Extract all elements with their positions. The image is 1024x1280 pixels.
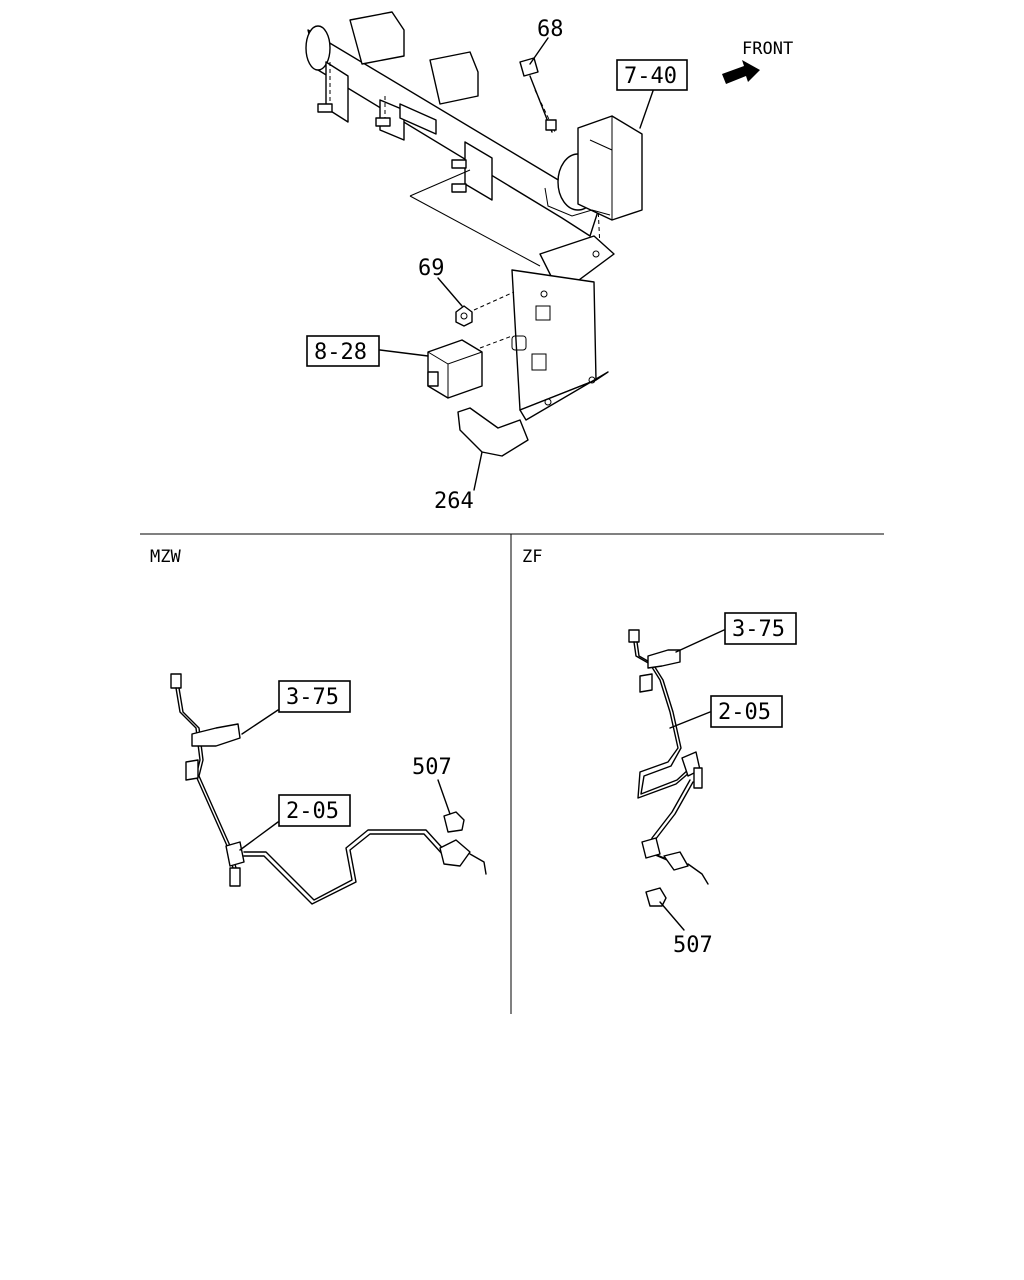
crossmember-assembly (305, 11, 643, 267)
callout-mzw-2-05: 2-05 (286, 799, 339, 824)
stud-icon (317, 103, 467, 193)
arrow-right-icon (722, 60, 760, 84)
mzw-hose-assembly (170, 673, 487, 905)
ref-box-zf-2-05 (710, 695, 783, 728)
front-arrow: FRONT (722, 39, 793, 84)
ref-box-mzw-3-75 (278, 680, 351, 713)
ref-box-8-28 (306, 335, 380, 367)
front-label: FRONT (742, 39, 793, 59)
callout-8-28: 8-28 (314, 340, 367, 365)
ref-box-mzw-2-05 (278, 794, 351, 827)
zf-hose-assembly (628, 629, 709, 907)
clip-icon (443, 811, 465, 833)
callout-68: 68 (537, 17, 564, 42)
ref-box-zf-3-75 (724, 612, 797, 645)
callout-zf-2-05: 2-05 (718, 700, 771, 725)
callout-mzw-3-75: 3-75 (286, 685, 339, 710)
bolt-68 (519, 57, 557, 133)
callout-7-40: 7-40 (624, 64, 677, 89)
callout-zf-3-75: 3-75 (732, 617, 785, 642)
callout-264: 264 (434, 489, 474, 514)
section-label-zf: ZF (522, 547, 542, 567)
clip-icon (645, 887, 667, 907)
mount-bracket (457, 235, 615, 457)
callout-69: 69 (418, 256, 445, 281)
control-unit (427, 339, 483, 399)
section-label-mzw: MZW (150, 547, 181, 567)
nut-69 (455, 305, 473, 327)
callout-mzw-507: 507 (412, 755, 452, 780)
ref-box-7-40 (616, 59, 688, 91)
callout-zf-507: 507 (673, 933, 713, 958)
